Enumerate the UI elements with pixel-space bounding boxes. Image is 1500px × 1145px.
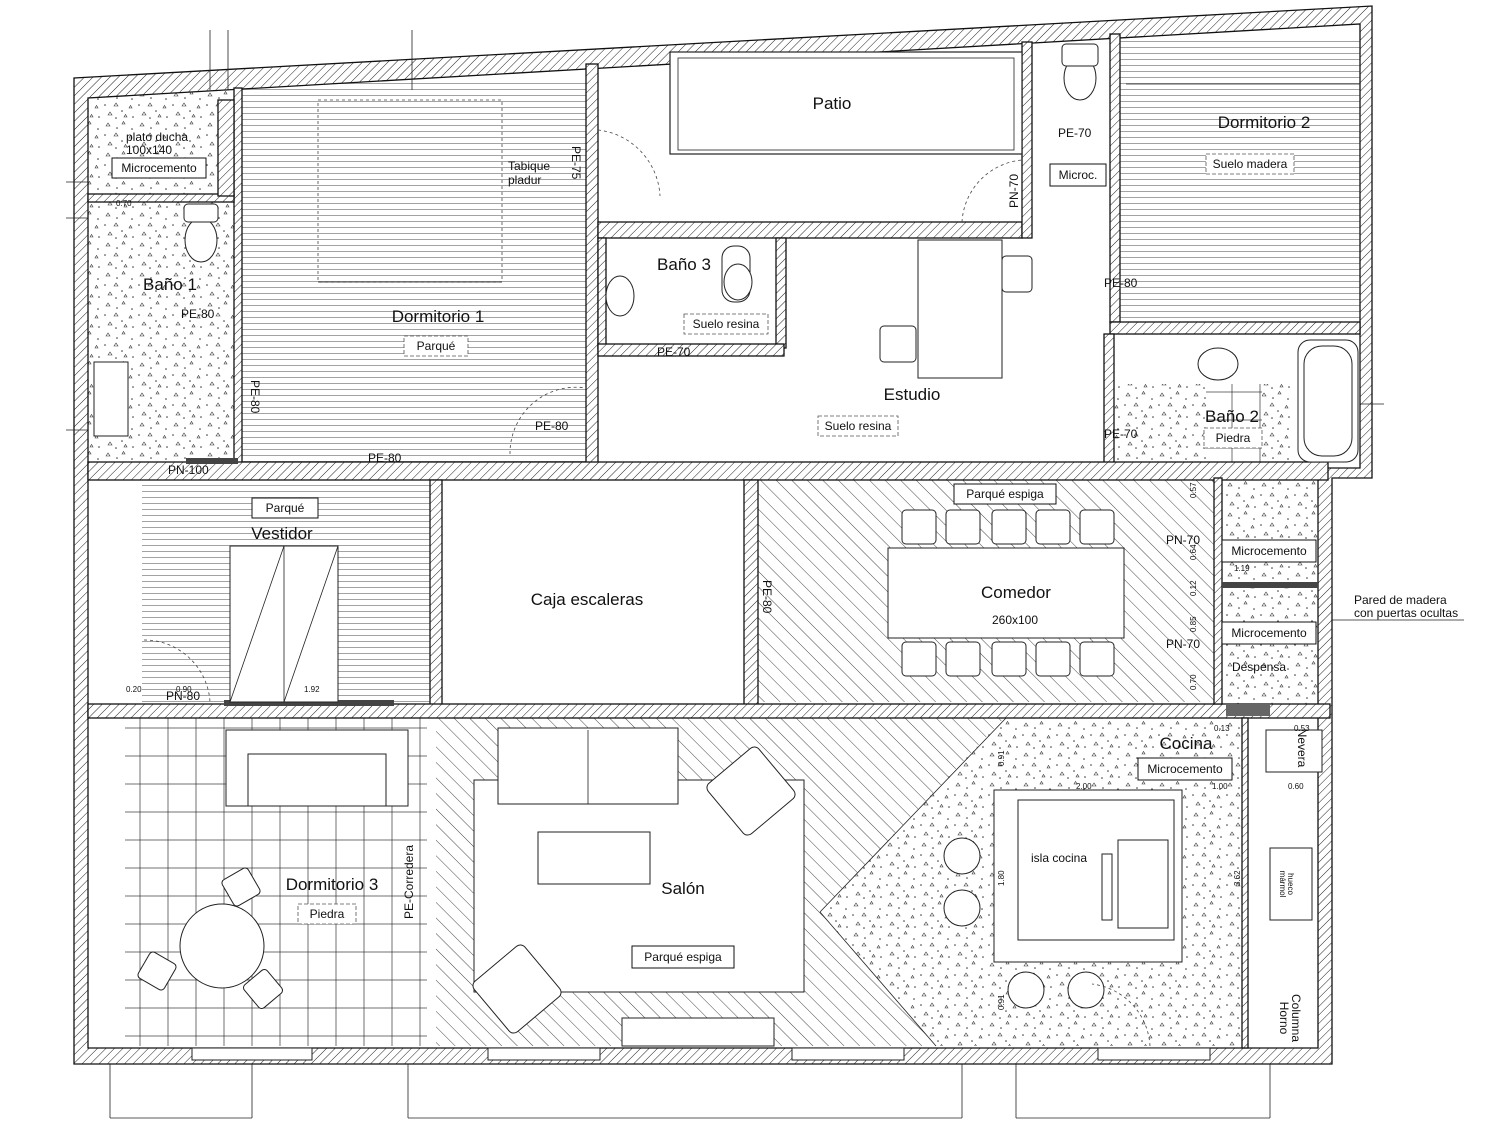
door-pe-75: PE-75	[569, 146, 583, 180]
dim-100: 1.00	[1212, 782, 1228, 791]
dim-053: 0.53	[1294, 724, 1310, 733]
room-patio: Patio	[813, 94, 852, 113]
material-microcemento-1: Microcemento	[1231, 544, 1307, 558]
door-pe-70-wc: PE-70	[1058, 126, 1092, 140]
room-dormitorio-2: Dormitorio 2	[1218, 113, 1311, 132]
material-parque-dorm1: Parqué	[417, 339, 456, 353]
label-pared-madera-1: Pared de madera	[1354, 593, 1447, 607]
dim-180: 1.80	[997, 870, 1006, 886]
room-bano-1: Baño 1	[143, 275, 197, 294]
material-parque-vestidor: Parqué	[266, 501, 305, 515]
door-pn-70-wc: PN-70	[1007, 174, 1021, 208]
door-pe-80-dorm1: PE-80	[248, 380, 262, 414]
room-caja-escaleras: Caja escaleras	[531, 590, 643, 609]
label-tabique: Tabique	[508, 159, 550, 173]
dim-013: 0.13	[1214, 724, 1230, 733]
room-labels: Patio Dormitorio 2 Baño 1 Dormitorio 1 B…	[143, 94, 1310, 898]
dim-091-top: 0.91	[997, 750, 1006, 766]
dining-chairs	[901, 509, 1115, 677]
label-plato-ducha: plato ducha	[126, 130, 188, 144]
room-vestidor: Vestidor	[251, 524, 313, 543]
material-suelo-madera-dorm2: Suelo madera	[1213, 157, 1288, 171]
label-despensa: Despensa	[1232, 660, 1286, 674]
material-microcemento-2: Microcemento	[1231, 626, 1307, 640]
door-pe-80-escaleras: PE-80	[760, 580, 774, 614]
label-isla-cocina: isla cocina	[1031, 851, 1087, 865]
material-suelo-resina-bano3: Suelo resina	[693, 317, 760, 331]
dimensions: 0.70 0.20 0.90 1.92 0.57 0.64 0.12 0.85 …	[116, 199, 1310, 1010]
label-horno: Horno	[1277, 1002, 1291, 1035]
dim-362: 3.62	[1233, 870, 1242, 886]
room-comedor: Comedor	[981, 583, 1051, 602]
room-bano-2: Baño 2	[1205, 407, 1259, 426]
door-pe-70-bano2: PE-70	[1104, 427, 1138, 441]
label-plato-ducha-size: 100x140	[126, 143, 172, 157]
dim-070-despensa: 0.70	[1189, 674, 1198, 690]
material-tags	[111, 153, 1317, 969]
dim-192: 1.92	[304, 685, 320, 694]
room-dormitorio-3: Dormitorio 3	[286, 875, 379, 894]
door-pe-70-bano3: PE-70	[657, 345, 691, 359]
door-pe-80-bano1: PE-80	[181, 307, 215, 321]
room-bano-3: Baño 3	[657, 255, 711, 274]
dim-200: 2.00	[1076, 782, 1092, 791]
material-microc-wc: Microc.	[1059, 168, 1098, 182]
material-piedra-bano2: Piedra	[1216, 431, 1251, 445]
material-suelo-resina-estudio: Suelo resina	[825, 419, 892, 433]
dim-020: 0.20	[126, 685, 142, 694]
label-columna: Columna	[1289, 994, 1303, 1042]
dim-119: 1.19	[1234, 564, 1250, 573]
door-pn-70-a: PN-70	[1166, 533, 1200, 547]
door-pe-80-vestidor: PE-80	[368, 451, 402, 465]
door-pn-80: PN-80	[166, 689, 200, 703]
dim-085: 0.85	[1189, 616, 1198, 632]
annotations: plato ducha 100x140 Tabique pladur 260x1…	[126, 130, 1458, 1042]
room-cocina: Cocina	[1160, 734, 1213, 753]
label-pladur: pladur	[508, 173, 541, 187]
furniture	[93, 43, 1359, 1047]
dim-057: 0.57	[1189, 482, 1198, 498]
dim-091-bottom: 0.91	[997, 994, 1006, 1010]
door-swings	[66, 30, 1464, 1047]
label-marmol: mármol	[1278, 871, 1287, 898]
door-labels: PE-75 PE-70 PN-70 PE-80 PE-80 PE-70 PE-8…	[166, 126, 1200, 919]
room-salon: Salón	[661, 879, 704, 898]
material-microcemento-bano1: Microcemento	[121, 161, 197, 175]
label-hueco: hueco	[1286, 873, 1295, 895]
label-pared-madera-2: con puertas ocultas	[1354, 606, 1458, 620]
door-pn-100: PN-100	[168, 463, 209, 477]
windows	[109, 51, 1318, 1119]
material-parque-espiga-comedor: Parqué espiga	[966, 487, 1044, 501]
label-mesa-size: 260x100	[992, 613, 1038, 627]
door-pe-80-estudio: PE-80	[535, 419, 569, 433]
material-piedra-dorm3: Piedra	[310, 907, 345, 921]
material-parque-espiga-salon: Parqué espiga	[644, 950, 722, 964]
dim-012: 0.12	[1189, 580, 1198, 596]
room-estudio: Estudio	[884, 385, 941, 404]
room-dormitorio-1: Dormitorio 1	[392, 307, 485, 326]
material-microcemento-cocina: Microcemento	[1147, 762, 1223, 776]
door-pe-80-dorm2: PE-80	[1104, 276, 1138, 290]
door-pn-70-b: PN-70	[1166, 637, 1200, 651]
dim-070-bano1: 0.70	[116, 199, 132, 208]
label-nevera: Nevera	[1295, 729, 1309, 768]
dim-060: 0.60	[1288, 782, 1304, 791]
dim-064: 0.64	[1189, 544, 1198, 560]
dim-090: 0.90	[176, 685, 192, 694]
walls	[73, 5, 1373, 1065]
door-pe-corredera: PE-Corredera	[402, 845, 416, 919]
material-labels: Microcemento Parqué Suelo resina Suelo r…	[121, 157, 1307, 964]
